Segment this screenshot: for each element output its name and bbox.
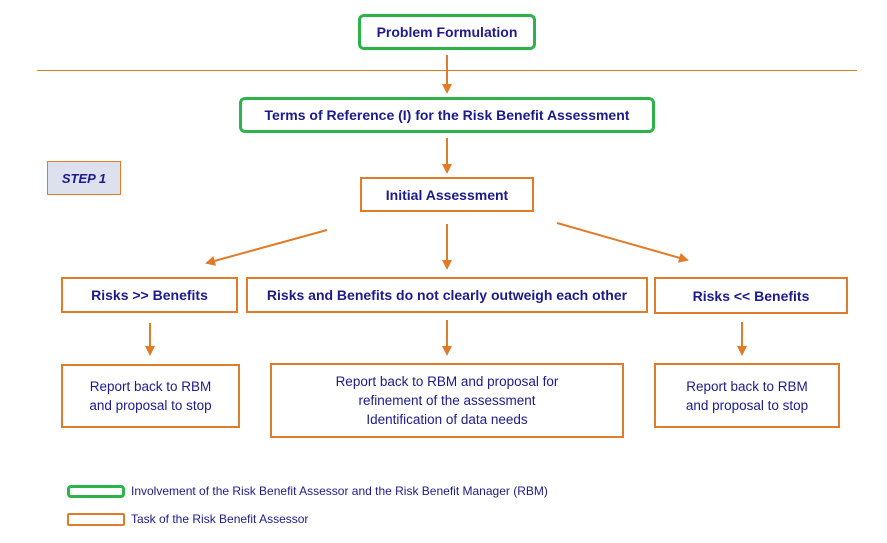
report-refinement-box: Report back to RBM and proposal for refi…	[270, 363, 624, 438]
risks-lt-benefits-label: Risks << Benefits	[692, 287, 810, 304]
arrow-initial-to-right	[556, 222, 689, 263]
arrow-initial-to-left	[205, 229, 328, 266]
terms-of-reference-box: Terms of Reference (I) for the Risk Bene…	[239, 97, 655, 133]
risks-lt-benefits-box: Risks << Benefits	[654, 277, 848, 314]
risks-eq-benefits-label: Risks and Benefits do not clearly outwei…	[266, 287, 628, 303]
initial-assessment-label: Initial Assessment	[385, 186, 509, 203]
problem-formulation-label: Problem Formulation	[376, 24, 518, 40]
initial-assessment-box: Initial Assessment	[360, 177, 534, 212]
report-stop-right-box: Report back to RBM and proposal to stop	[654, 363, 840, 428]
report-refinement-text: Report back to RBM and proposal for refi…	[335, 374, 559, 427]
report-stop-left-text: Report back to RBM and proposal to stop	[89, 379, 212, 413]
risks-eq-benefits-box: Risks and Benefits do not clearly outwei…	[246, 277, 648, 313]
legend-green-swatch	[67, 485, 125, 498]
terms-of-reference-label: Terms of Reference (I) for the Risk Bene…	[264, 107, 630, 123]
legend-green-text: Involvement of the Risk Benefit Assessor…	[131, 484, 548, 498]
legend-orange-swatch	[67, 513, 125, 526]
step-label: STEP 1	[47, 161, 121, 195]
risks-gt-benefits-box: Risks >> Benefits	[61, 277, 238, 313]
legend-orange-text: Task of the Risk Benefit Assessor	[131, 512, 309, 526]
report-stop-left-box: Report back to RBM and proposal to stop	[61, 364, 240, 428]
risks-gt-benefits-label: Risks >> Benefits	[91, 287, 208, 303]
problem-formulation-box: Problem Formulation	[358, 14, 536, 50]
report-stop-right-text: Report back to RBM and proposal to stop	[685, 378, 809, 413]
